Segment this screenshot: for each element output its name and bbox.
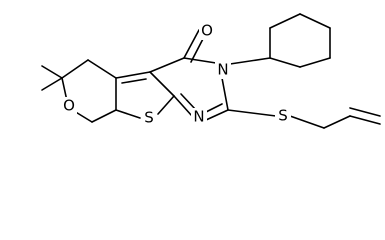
bond-s-ch2 bbox=[289, 115, 325, 129]
bond-n3-cyclohexyl bbox=[229, 57, 271, 65]
atom-ring-nitrogen-bottom: N bbox=[193, 108, 204, 126]
bond-thiophene-double bbox=[121, 78, 147, 84]
label-bg-n3 bbox=[215, 61, 231, 79]
atom-pyran-oxygen: O bbox=[63, 97, 75, 115]
bond-cyclohexyl-2 bbox=[299, 57, 331, 68]
bond-c7a-n1-double bbox=[180, 93, 197, 111]
bond-c2-n1 bbox=[205, 109, 229, 121]
bond-methyl-1 bbox=[41, 65, 63, 79]
atom-ring-nitrogen-top: N bbox=[217, 61, 228, 79]
bond-cyclohexyl-5 bbox=[269, 13, 301, 29]
bond-n3-c2 bbox=[221, 77, 229, 111]
molecule-structure: O N N S S O bbox=[41, 13, 381, 129]
bond-ch-ch2-double-1 bbox=[349, 115, 381, 125]
molecule-diagram: O N N S S O bbox=[41, 13, 381, 129]
label-bg-n1 bbox=[191, 108, 207, 126]
bond-cme2-ch2-top bbox=[61, 59, 89, 79]
bond-carbonyl-1 bbox=[183, 29, 200, 59]
atom-carbonyl-oxygen: O bbox=[201, 22, 213, 40]
bond-ch2-ch bbox=[323, 115, 351, 129]
atom-thiophene-sulfur: S bbox=[144, 109, 154, 127]
bond-thiophene-c7a-s bbox=[157, 95, 175, 115]
label-bg-thiophene-s bbox=[141, 109, 157, 127]
bond-thiophene-s-c2 bbox=[115, 109, 141, 119]
bond-ch2-top-thiophene bbox=[87, 59, 117, 79]
bond-methyl-2 bbox=[41, 77, 63, 91]
bond-c3a-c4 bbox=[149, 57, 185, 73]
label-bg-pyran-o bbox=[61, 97, 77, 115]
label-bg-thioether-s bbox=[275, 107, 291, 125]
bond-thiophene-c3a-c7a bbox=[149, 71, 175, 97]
bond-c4-n3 bbox=[183, 57, 217, 64]
bond-fused-ch2-bottom bbox=[91, 109, 117, 123]
atom-thioether-sulfur: S bbox=[278, 107, 288, 125]
label-bg-carbonyl-o bbox=[199, 22, 215, 40]
bond-cyclohexyl-1 bbox=[269, 57, 301, 68]
bond-thiophene-c3-c3a bbox=[115, 71, 151, 79]
bond-cyclohexyl-4 bbox=[299, 13, 331, 29]
bond-ch-ch2-double-2 bbox=[349, 107, 381, 117]
bond-c2-s bbox=[227, 109, 277, 117]
bond-n1-c7a bbox=[173, 95, 193, 117]
